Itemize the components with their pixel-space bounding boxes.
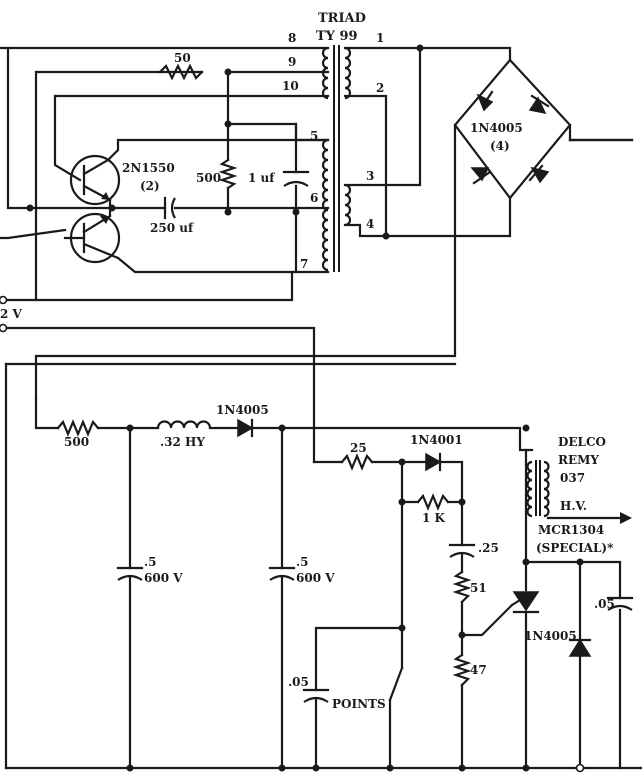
diode-1n4005-hv	[237, 418, 254, 438]
transformer-primary-windings	[321, 46, 329, 272]
label-bridge-count: (4)	[490, 139, 510, 153]
label-scr-note: (SPECIAL)*	[536, 541, 614, 555]
collector-wire	[106, 138, 330, 162]
transistor-upper	[69, 154, 121, 206]
junction-dots-upper	[26, 44, 424, 240]
label-bridge: 1N4005	[470, 121, 523, 135]
label-cap-a: .5	[144, 555, 157, 569]
label-pin-10: 10	[282, 79, 299, 93]
label-pin-1: 1	[376, 31, 384, 45]
label-c1uf: 1 uf	[248, 171, 275, 185]
label-pin-5: 5	[310, 129, 318, 143]
diode-1n4001	[425, 452, 442, 472]
label-c25: .25	[478, 541, 499, 555]
label-scr: MCR1304	[538, 523, 604, 537]
label-diode-hv: 1N4005	[216, 403, 269, 417]
label-pin-8: 8	[288, 31, 296, 45]
junction-dots-lower	[126, 424, 585, 773]
label-points: POINTS	[332, 697, 386, 711]
supply-terminals[interactable]	[0, 295, 8, 333]
label-coil-brand2: REMY	[558, 453, 599, 467]
label-transformer-brand: TRIAD	[318, 11, 366, 26]
label-r1k: 1 K	[422, 511, 446, 525]
label-transformer-model: TY 99	[316, 29, 358, 44]
label-inductor: .32 HY	[160, 435, 205, 449]
supply-terminal-plus[interactable]	[0, 295, 8, 305]
label-cap-b: .5	[296, 555, 309, 569]
supply-terminal-minus[interactable]	[0, 323, 8, 333]
label-diode-1n4001: 1N4001	[410, 433, 463, 447]
secondary-wiring	[343, 46, 512, 238]
label-cap-b-v: 600 V	[296, 571, 335, 585]
bridge-rectifier	[34, 58, 634, 400]
capacitor-25	[448, 543, 476, 558]
label-pin-2: 2	[376, 81, 384, 95]
resistor-51	[452, 570, 472, 604]
capacitor-05a	[116, 566, 144, 581]
label-c250uf: 250 uf	[150, 221, 194, 235]
label-pin-9: 9	[288, 55, 296, 69]
points-switch[interactable]	[388, 666, 404, 702]
label-r47: 47	[470, 663, 487, 677]
label-supply: 2 V	[0, 307, 23, 321]
label-hv: H.V.	[560, 499, 587, 513]
label-r51: 51	[470, 581, 487, 595]
transistor-lower	[63, 212, 121, 264]
label-pin-6: 6	[310, 191, 318, 205]
capacitor-05-out	[606, 596, 634, 611]
label-c05-points: .05	[288, 675, 309, 689]
label-pin-3: 3	[366, 169, 374, 183]
transformer-secondary-windings	[344, 46, 352, 227]
label-coil-brand: DELCO	[558, 435, 606, 449]
resistor-1k	[416, 493, 450, 511]
label-r50: 50	[174, 51, 191, 65]
capacitor-05-points	[302, 688, 330, 703]
capacitor-05b	[268, 566, 296, 581]
label-r25: 25	[350, 441, 367, 455]
oscillator-wiring	[0, 46, 330, 464]
inductor-32hy	[156, 420, 212, 429]
label-pin-4: 4	[366, 217, 374, 231]
label-pin-7: 7	[300, 257, 308, 271]
resistor-47	[452, 653, 472, 687]
label-coil-model: 037	[560, 471, 585, 485]
transformer-core	[333, 45, 340, 272]
label-c05-out: .05	[594, 597, 615, 611]
capacitor-1uf	[282, 170, 310, 187]
ignition-coil	[526, 460, 632, 524]
resistor-50	[158, 63, 204, 81]
resistor-500-base	[218, 158, 238, 190]
label-cap-a-v: 600 V	[144, 571, 183, 585]
scr-mcr1304	[510, 591, 540, 614]
capacitor-250uf	[163, 196, 176, 220]
resistor-500-hv	[56, 419, 100, 437]
diode-1n4005-clamp	[568, 638, 592, 657]
hv-wiring	[4, 138, 642, 770]
label-r500-base: 500	[196, 171, 221, 185]
label-transistor: 2N1550	[122, 161, 175, 175]
label-r500-hv: 500	[64, 435, 89, 449]
resistor-25	[340, 453, 374, 471]
label-transistor-count: (2)	[140, 179, 160, 193]
label-diode-clamp: 1N4005	[524, 629, 577, 643]
